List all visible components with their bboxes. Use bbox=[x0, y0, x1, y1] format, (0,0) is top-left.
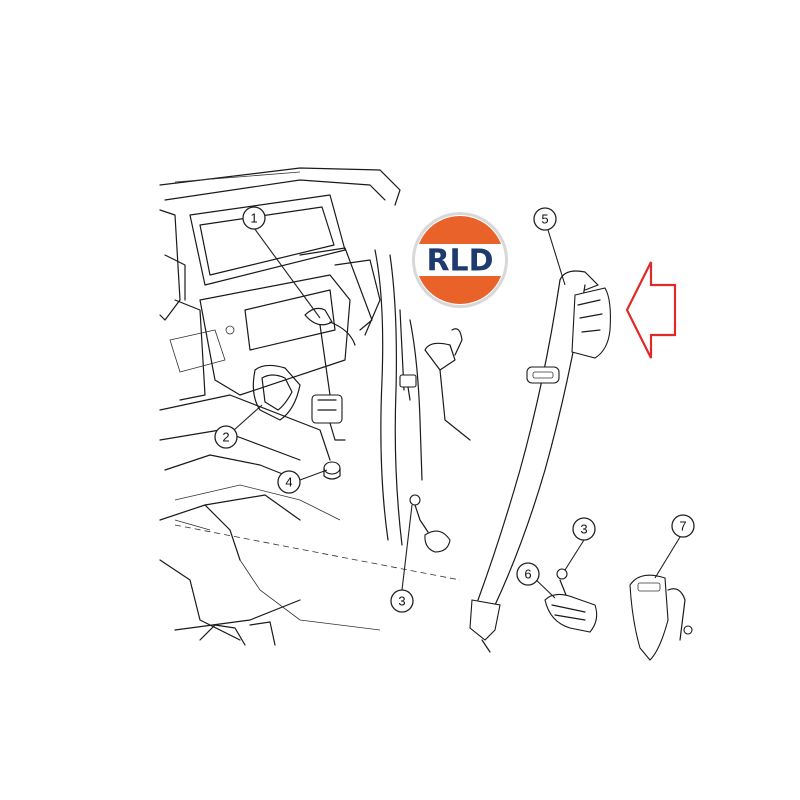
pillar-and-belt-guide bbox=[374, 249, 471, 553]
svg-text:5: 5 bbox=[541, 212, 548, 227]
callout-1: 1 bbox=[242, 206, 266, 230]
callout-7: 7 bbox=[671, 514, 695, 538]
callout-5: 5 bbox=[533, 207, 557, 231]
callout-4: 4 bbox=[277, 470, 301, 494]
callout-3: 3 bbox=[390, 589, 414, 613]
callout-3: 3 bbox=[572, 517, 596, 541]
callout-6: 6 bbox=[516, 562, 540, 586]
svg-text:3: 3 bbox=[580, 522, 587, 537]
vehicle-interior-drawing bbox=[159, 167, 461, 646]
callout-2: 2 bbox=[214, 425, 238, 449]
leader-lines bbox=[233, 227, 681, 599]
svg-text:7: 7 bbox=[679, 519, 686, 534]
seat-belt-assembly bbox=[469, 270, 611, 653]
rld-logo: RLD bbox=[412, 212, 508, 308]
svg-text:RLD: RLD bbox=[426, 244, 493, 279]
buckle-anchor-part bbox=[544, 568, 598, 633]
red-arrow-icon bbox=[625, 261, 677, 359]
seat-buckle-part bbox=[629, 574, 693, 661]
svg-text:1: 1 bbox=[250, 211, 257, 226]
svg-text:3: 3 bbox=[398, 594, 405, 609]
svg-text:2: 2 bbox=[222, 430, 229, 445]
svg-text:4: 4 bbox=[285, 475, 292, 490]
svg-text:6: 6 bbox=[524, 567, 531, 582]
